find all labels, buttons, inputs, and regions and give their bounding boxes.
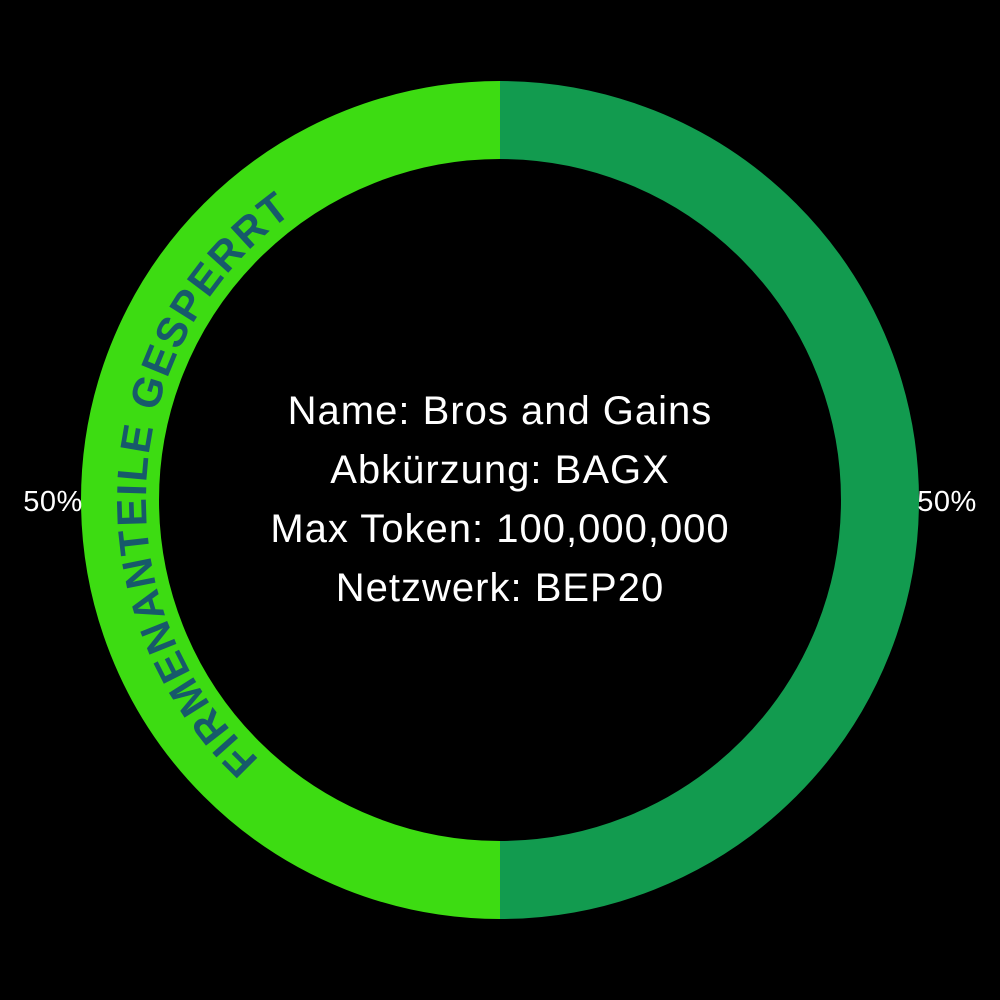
pie-slice-right (499, 81, 919, 919)
pct-label-right: 50% (917, 486, 977, 518)
pie-slice-left (81, 81, 501, 919)
pct-label-left: 50% (23, 486, 83, 518)
